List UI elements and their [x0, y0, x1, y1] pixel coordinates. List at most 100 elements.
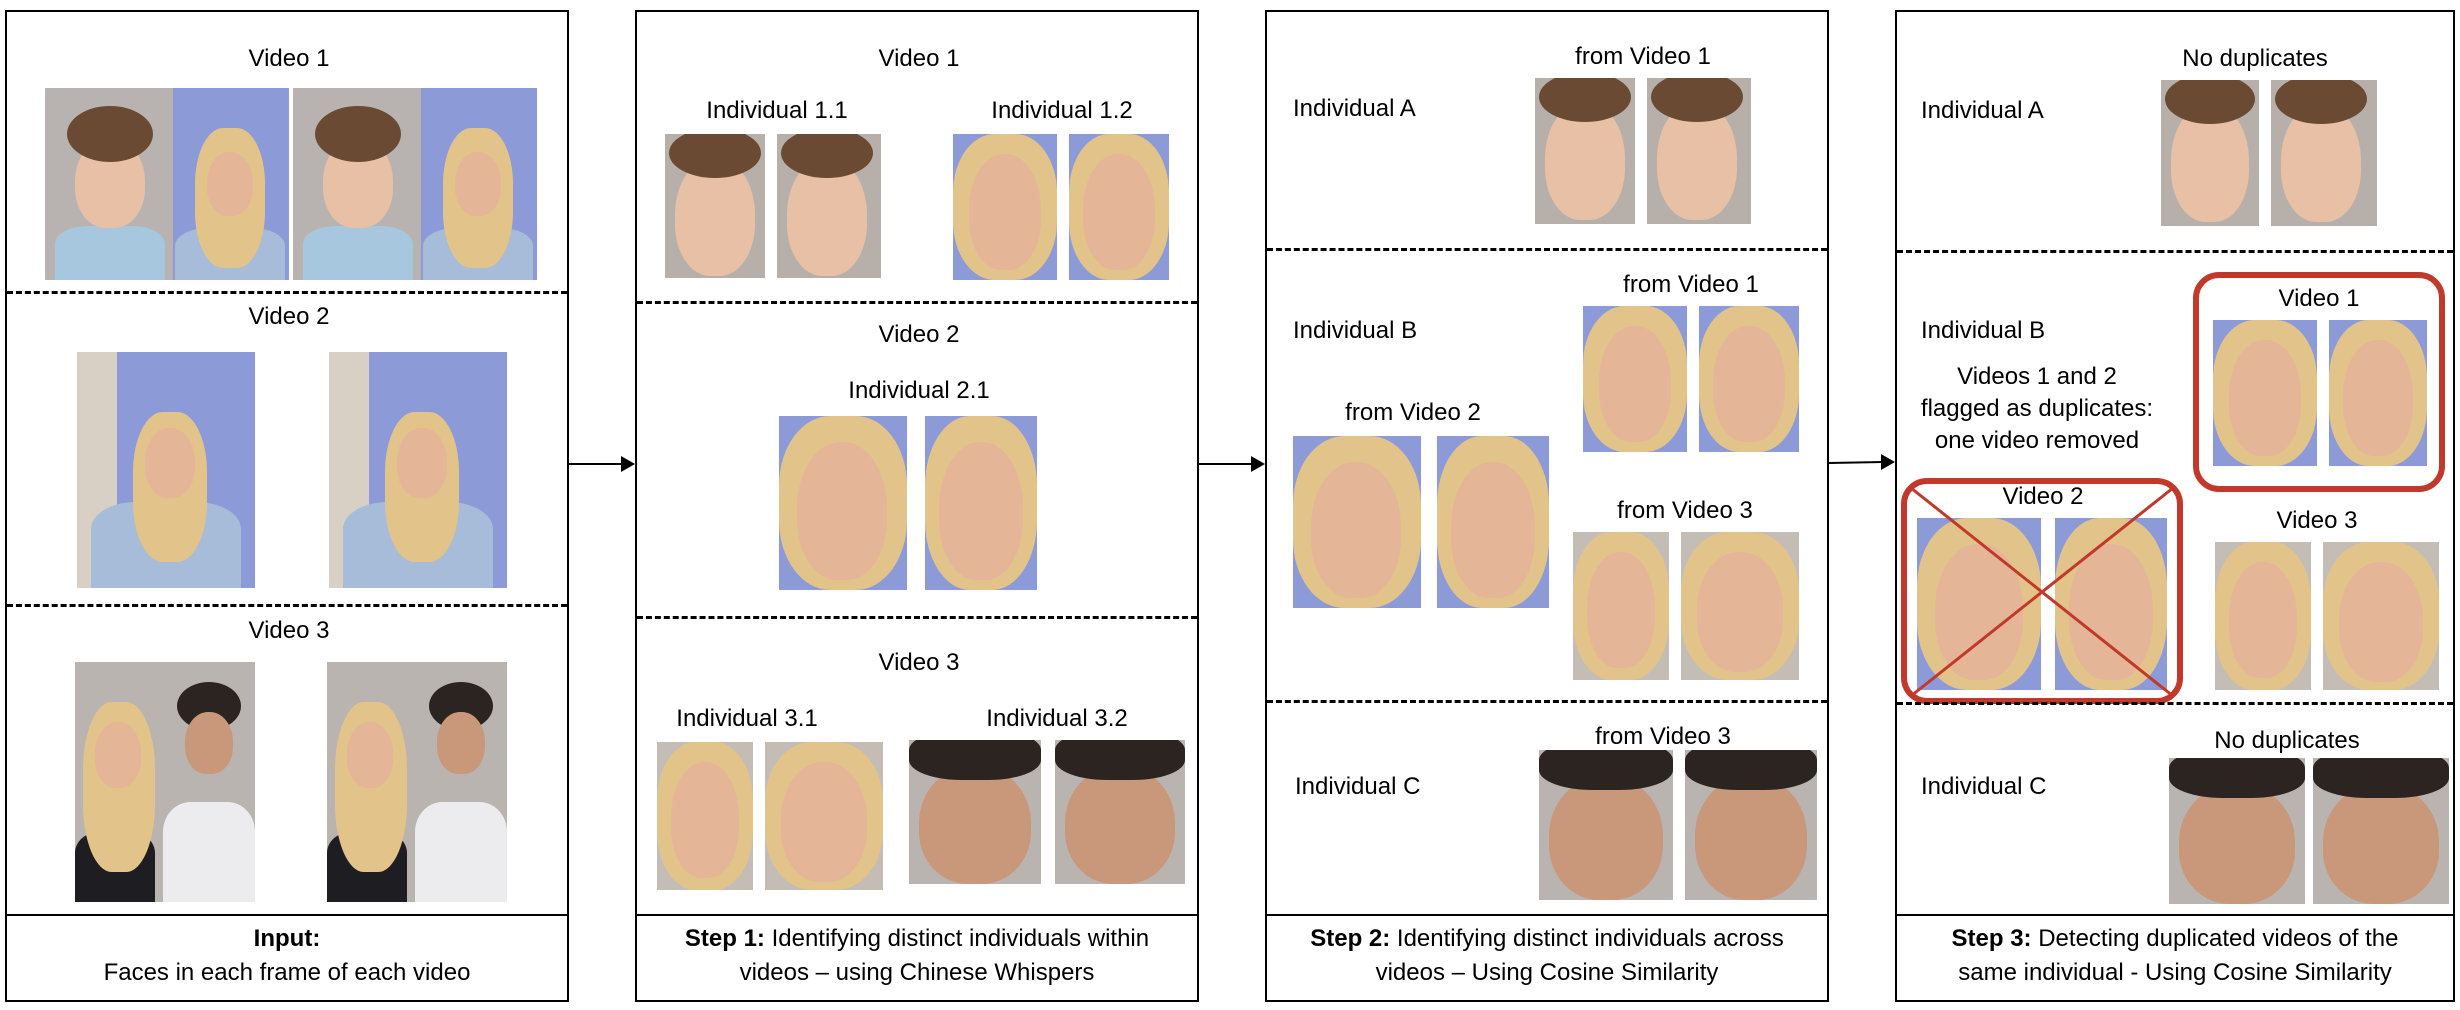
- face-crop: [953, 134, 1057, 280]
- video-2-title: Video 2: [248, 303, 330, 330]
- caption-text: Identifying distinct individuals across: [1390, 925, 1784, 952]
- individual-2-1-label: Individual 2.1: [848, 377, 990, 404]
- face-crop: [665, 134, 765, 278]
- section-divider: [1267, 248, 1827, 251]
- face-crop: [2215, 542, 2311, 690]
- face-crop: [2213, 320, 2317, 466]
- video-2-label: Video 2: [2002, 483, 2084, 510]
- face-crop: [1573, 532, 1669, 680]
- arrow-right-icon: [1199, 456, 1265, 472]
- individual-1-1-label: Individual 1.1: [706, 97, 848, 124]
- video-3-frame-left: [75, 662, 255, 902]
- video-1-label: Video 1: [2278, 285, 2360, 312]
- step1-caption: Step 1: Identifying distinct individuals…: [637, 912, 1197, 1000]
- individual-b-label: Individual B: [1921, 317, 2046, 344]
- caption-label: Step 1:: [684, 925, 765, 952]
- individual-1-2-label: Individual 1.2: [991, 97, 1133, 124]
- face-crop: [2055, 518, 2167, 690]
- face-crop: [777, 134, 881, 278]
- individual-a-label: Individual A: [1293, 95, 1416, 122]
- video-3-title: Video 3: [878, 649, 960, 676]
- face-crop: [1685, 750, 1817, 900]
- caption-divider: [637, 914, 1197, 916]
- face-crop: [2169, 758, 2305, 904]
- section-divider: [637, 616, 1197, 619]
- individual-3-2-label: Individual 3.2: [986, 705, 1128, 732]
- caption-text-line2: videos – Using Cosine Similarity: [1375, 959, 1719, 986]
- caption-text: Faces in each frame of each video: [103, 959, 471, 986]
- no-duplicates-note: No duplicates: [2182, 45, 2328, 72]
- video-3-label: Video 3: [2276, 507, 2358, 534]
- step3-caption: Step 3: Detecting duplicated videos of t…: [1897, 912, 2453, 1000]
- video-2-removed-highlight: [1901, 478, 2183, 704]
- caption-divider: [1267, 914, 1827, 916]
- face-crop: [2161, 80, 2259, 226]
- section-divider: [1897, 250, 2453, 253]
- arrow-right-icon: [569, 456, 635, 472]
- individual-c-label: Individual C: [1921, 773, 2047, 800]
- face-crop: [2323, 542, 2439, 690]
- face-crop: [779, 416, 907, 590]
- video-1-title: Video 1: [878, 45, 960, 72]
- face-crop: [1437, 436, 1549, 608]
- video-1-title: Video 1: [248, 45, 330, 72]
- individual-b-label: Individual B: [1293, 317, 1418, 344]
- caption-text: Identifying distinct individuals within: [764, 925, 1150, 952]
- section-divider: [7, 291, 567, 294]
- input-panel: Video 1 Video 2 Video 3: [5, 10, 569, 1002]
- step2-panel: Individual A from Video 1 Individual B f…: [1265, 10, 1829, 1002]
- face-crop: [1069, 134, 1169, 280]
- source-label: from Video 3: [1595, 723, 1731, 750]
- step1-panel: Video 1 Individual 1.1 Individual 1.2 Vi…: [635, 10, 1199, 1002]
- individual-c-label: Individual C: [1295, 773, 1421, 800]
- individual-a-label: Individual A: [1921, 97, 2044, 124]
- caption-label: Input:: [253, 925, 321, 952]
- source-label: from Video 2: [1345, 399, 1481, 426]
- face-crop: [1055, 740, 1185, 884]
- arrow-right-icon: [1829, 454, 1895, 470]
- input-caption: Input: Faces in each frame of each video: [7, 912, 567, 1000]
- video-2-frame-right: [329, 352, 507, 588]
- video-2-title: Video 2: [878, 321, 960, 348]
- section-divider: [1897, 702, 2453, 705]
- step3-panel: Individual A No duplicates Individual B …: [1895, 10, 2455, 1002]
- face-crop: [1699, 306, 1799, 452]
- video-1-frame-left: [45, 88, 289, 280]
- video-1-frame-right: [293, 88, 537, 280]
- face-crop: [765, 742, 883, 890]
- face-crop: [1535, 78, 1635, 224]
- caption-text-line2: videos – using Chinese Whispers: [739, 959, 1095, 986]
- section-divider: [1267, 700, 1827, 703]
- face-crop: [2271, 80, 2377, 226]
- caption-text-line2: same individual - Using Cosine Similarit…: [1958, 959, 2392, 986]
- video-1-highlight: [2193, 272, 2445, 492]
- face-crop: [2313, 758, 2449, 904]
- removed-cross-icon: [1910, 486, 2174, 698]
- caption-label: Step 2:: [1310, 925, 1391, 952]
- section-divider: [637, 301, 1197, 304]
- video-3-title: Video 3: [248, 617, 330, 644]
- face-crop: [1917, 518, 2041, 690]
- face-crop: [1681, 532, 1799, 680]
- face-crop: [909, 740, 1041, 884]
- source-label: from Video 1: [1623, 271, 1759, 298]
- face-crop: [1583, 306, 1687, 452]
- flag-note-line1: Videos 1 and 2: [1957, 363, 2117, 390]
- flag-note-line2: flagged as duplicates:: [1920, 395, 2154, 422]
- section-divider: [7, 604, 567, 607]
- face-crop: [1647, 78, 1751, 224]
- face-crop: [657, 742, 753, 890]
- face-crop: [2329, 320, 2427, 466]
- video-3-frame-right: [327, 662, 507, 902]
- face-crop: [925, 416, 1037, 590]
- face-crop: [1293, 436, 1421, 608]
- source-label: from Video 1: [1575, 43, 1711, 70]
- video-2-frame-left: [77, 352, 255, 588]
- flag-note-line3: one video removed: [1934, 427, 2140, 454]
- caption-divider: [1897, 914, 2453, 916]
- caption-divider: [7, 914, 567, 916]
- caption-text: Detecting duplicated videos of the: [2031, 925, 2399, 952]
- caption-label: Step 3:: [1951, 925, 2032, 952]
- face-crop: [1539, 750, 1673, 900]
- no-duplicates-note: No duplicates: [2214, 727, 2360, 754]
